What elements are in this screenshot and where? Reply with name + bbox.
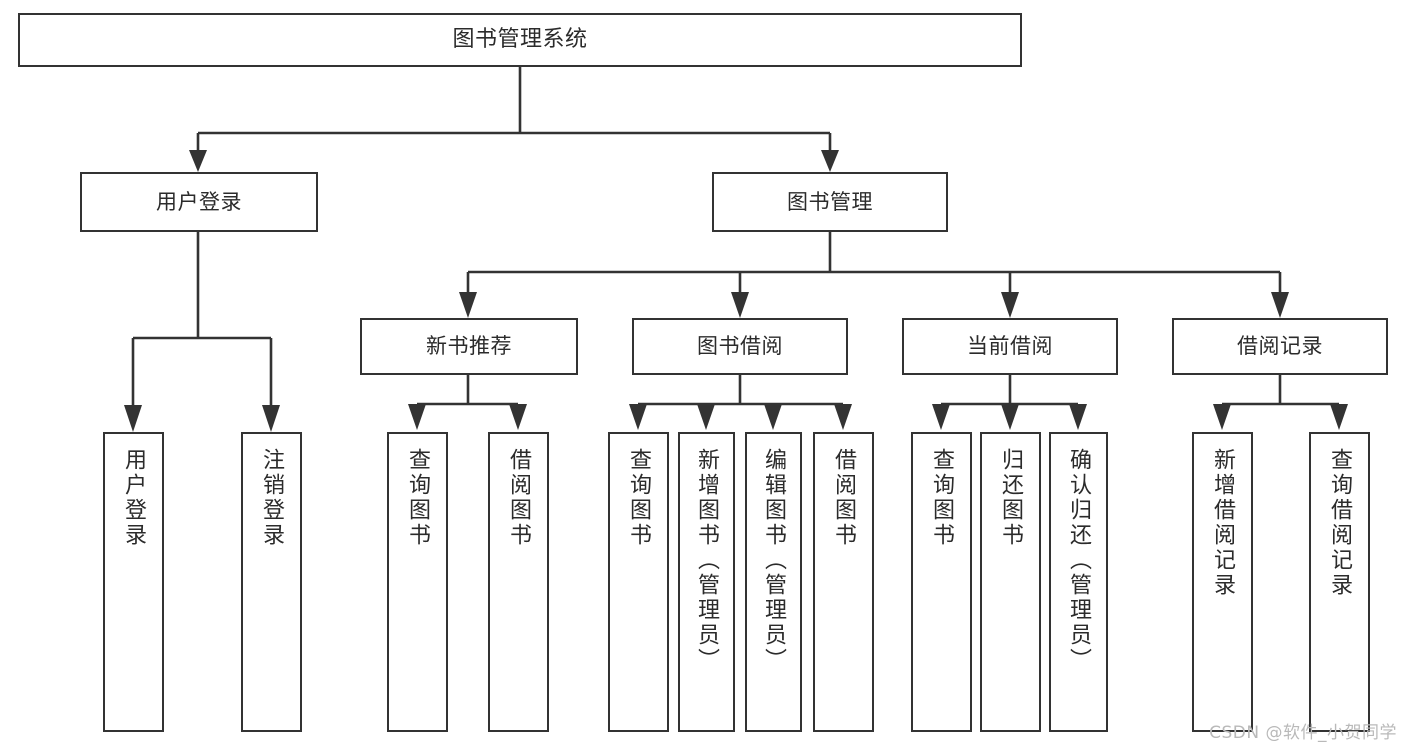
leaf-query-book-current[interactable]: 查询图书 <box>911 432 972 732</box>
node-label: 当前借阅 <box>967 334 1053 359</box>
node-label: 查询借阅记录 <box>1327 448 1353 598</box>
node-label: 借阅图书 <box>506 448 532 548</box>
node-label: 新增借阅记录 <box>1210 448 1236 598</box>
leaf-borrow-book-borrow[interactable]: 借阅图书 <box>813 432 874 732</box>
leaf-query-book-borrow[interactable]: 查询图书 <box>608 432 669 732</box>
leaf-add-book[interactable]: 新增图书（管理员） <box>678 432 735 732</box>
node-borrow-record[interactable]: 借阅记录 <box>1172 318 1388 375</box>
leaf-confirm-return[interactable]: 确认归还（管理员） <box>1049 432 1108 732</box>
leaf-user-logout[interactable]: 注销登录 <box>241 432 302 732</box>
leaf-query-borrow-record[interactable]: 查询借阅记录 <box>1309 432 1370 732</box>
node-label: 归还图书 <box>998 448 1024 548</box>
node-root-system[interactable]: 图书管理系统 <box>18 13 1022 67</box>
node-label: 查询图书 <box>929 448 955 548</box>
node-label: 用户登录 <box>156 189 242 214</box>
node-label: 借阅记录 <box>1237 334 1323 359</box>
node-current-borrow[interactable]: 当前借阅 <box>902 318 1118 375</box>
node-label: 注销登录 <box>259 448 285 548</box>
node-book-manage[interactable]: 图书管理 <box>712 172 948 232</box>
node-label: 新书推荐 <box>426 334 512 359</box>
node-user-login[interactable]: 用户登录 <box>80 172 318 232</box>
node-label: 查询图书 <box>626 448 652 548</box>
node-book-borrow[interactable]: 图书借阅 <box>632 318 848 375</box>
node-label: 借阅图书 <box>831 448 857 548</box>
leaf-query-book-recommend[interactable]: 查询图书 <box>387 432 448 732</box>
node-label: 图书借阅 <box>697 334 783 359</box>
leaf-add-borrow-record[interactable]: 新增借阅记录 <box>1192 432 1253 732</box>
csdn-watermark: CSDN @软件_小贺同学 <box>1209 723 1397 743</box>
node-label: 新增图书（管理员） <box>694 448 720 673</box>
node-label: 用户登录 <box>121 448 147 548</box>
node-label: 查询图书 <box>405 448 431 548</box>
node-label: 确认归还（管理员） <box>1066 448 1092 673</box>
node-label: 图书管理系统 <box>452 27 588 53</box>
node-label: 图书管理 <box>787 189 873 214</box>
leaf-edit-book[interactable]: 编辑图书（管理员） <box>745 432 802 732</box>
leaf-borrow-book-recommend[interactable]: 借阅图书 <box>488 432 549 732</box>
node-new-book-recommend[interactable]: 新书推荐 <box>360 318 578 375</box>
leaf-user-login[interactable]: 用户登录 <box>103 432 164 732</box>
node-label: 编辑图书（管理员） <box>761 448 787 673</box>
leaf-return-book[interactable]: 归还图书 <box>980 432 1041 732</box>
